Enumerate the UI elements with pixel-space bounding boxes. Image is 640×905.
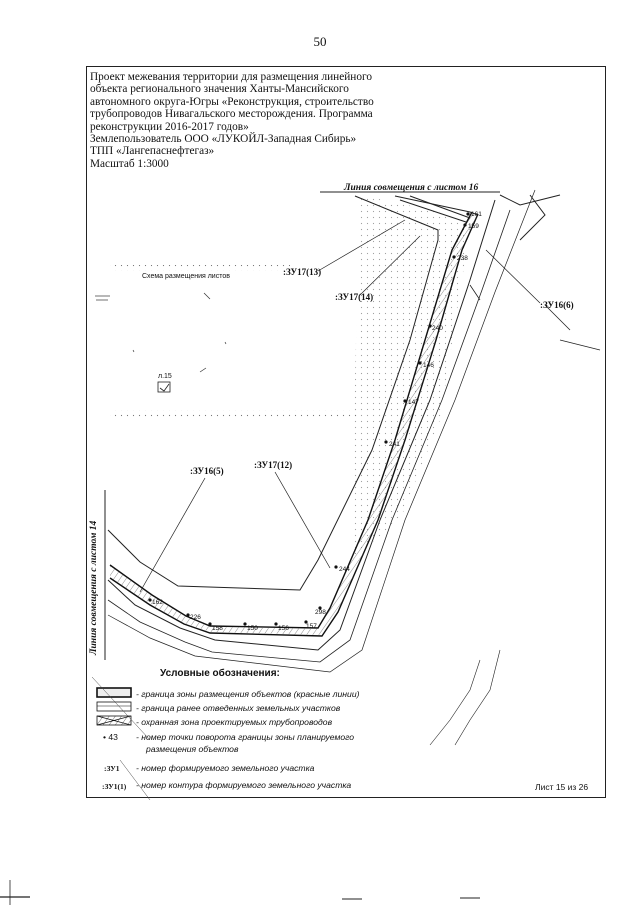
- turning-point-label: 240: [432, 325, 443, 332]
- legend-symbol: • 43: [103, 732, 118, 742]
- sheet-ref: л.15: [158, 373, 172, 380]
- scatter-marks: [95, 292, 227, 373]
- match-line-top-label: Линия совмещения с листом 16: [343, 183, 479, 193]
- parcel-label: :ЗУ17(14): [335, 292, 373, 302]
- turning-point-label: 241: [389, 441, 400, 448]
- leader-line: [359, 235, 421, 296]
- road-lines: [469, 284, 601, 351]
- turning-point-label: 156: [278, 625, 289, 632]
- turning-point-marker: [318, 606, 322, 610]
- turning-point-marker: [384, 440, 388, 444]
- parcel-label: :ЗУ17(13): [283, 267, 321, 277]
- turning-point-marker: [418, 361, 422, 365]
- legend-item: - номер точки поворота границы зоны план…: [136, 732, 355, 742]
- sheet-ref-check-icon: [159, 383, 170, 392]
- turning-point-label: 147: [408, 399, 419, 406]
- legend-item: размещения объектов: [146, 744, 239, 754]
- legend-allotted-symbol: [96, 701, 132, 712]
- leader-line: [485, 249, 541, 304]
- turning-point-marker: [208, 622, 212, 626]
- parcel-label: :ЗУ16(6): [540, 300, 574, 310]
- turning-point-label: 157: [306, 623, 317, 630]
- scheme-label: Схема размещения листов: [142, 273, 230, 280]
- title-line: объекта регионального значения Ханты-Ман…: [90, 83, 349, 96]
- legend-symbols: [91, 676, 151, 801]
- turning-point-label: 161: [471, 211, 482, 218]
- turning-point-marker: [148, 598, 152, 602]
- title-line: трубопроводов Нивагальского месторождени…: [90, 108, 373, 121]
- turning-point-label: 226: [190, 614, 201, 621]
- turning-point-marker: [274, 622, 278, 626]
- corridor-outer: [107, 189, 536, 746]
- turning-point-marker: [428, 324, 432, 328]
- title-block: Проект межевания территории для размещен…: [90, 71, 380, 170]
- match-line-left-label: Линия совмещения с листом 14: [89, 520, 99, 656]
- leader-line: [274, 471, 331, 569]
- turning-point-label: 244: [339, 566, 350, 573]
- sheet-label: Лист 15 из 26: [535, 782, 589, 792]
- protection-zone: [110, 213, 478, 635]
- turning-point-marker: [243, 622, 247, 626]
- turning-point-marker: [334, 565, 338, 569]
- title-line: Проект межевания территории для размещен…: [90, 71, 372, 83]
- turning-point-label: 158: [212, 625, 223, 632]
- title-line: ТПП «Лангепаснефтегаз»: [90, 145, 215, 158]
- legend-title: Условные обозначения:: [160, 668, 280, 679]
- turning-point-label: 238: [457, 255, 468, 262]
- legend-item: - граница зоны размещения объектов (крас…: [136, 689, 360, 699]
- turning-point-marker: [304, 620, 308, 624]
- turning-point-label: 298: [315, 609, 326, 616]
- leader-line: [139, 477, 206, 593]
- page-number: 50: [313, 34, 327, 49]
- legend-item: - граница ранее отведенных земельных уча…: [136, 703, 341, 713]
- turning-point-marker: [466, 212, 470, 216]
- parcel-label: :ЗУ17(12): [254, 460, 292, 470]
- leader-line: [317, 219, 406, 272]
- legend-item: - номер формируемого земельного участка: [136, 763, 315, 773]
- title-line: реконструкции 2016-2017 годов»: [90, 120, 249, 133]
- legend-item: - номер контура формируемого земельного …: [136, 780, 352, 790]
- turning-point-label: 150: [247, 625, 258, 632]
- title-line: автономного округа-Югры «Реконструкция, …: [90, 95, 374, 108]
- legend-symbol: :ЗУ1: [104, 764, 120, 773]
- turning-point-marker: [463, 223, 467, 227]
- top-strip: [394, 194, 561, 241]
- turning-point-label: 162: [152, 599, 163, 606]
- map-frame: [86, 66, 606, 798]
- turning-point-label: 146: [423, 362, 434, 369]
- title-line: Землепользователь ООО «ЛУКОЙЛ-Западная С…: [90, 133, 357, 146]
- scale-line: Масштаб 1:3000: [90, 157, 169, 170]
- legend-symbol: :ЗУ1(1): [102, 782, 127, 791]
- parcel-label: :ЗУ16(5): [190, 466, 224, 476]
- turning-point-marker: [403, 399, 407, 403]
- legend-red-line-symbol: [96, 687, 132, 698]
- turning-point-label: 159: [468, 223, 479, 230]
- legend-item: - охранная зона проектируемых трубопрово…: [136, 717, 333, 727]
- dotted-field: [110, 195, 470, 560]
- sheet-ref-box: [157, 381, 171, 393]
- turning-point-marker: [452, 255, 456, 259]
- turning-point-marker: [186, 613, 190, 617]
- turning-points: 161 159 238 240 146 147 241 244 298 157 …: [148, 211, 482, 632]
